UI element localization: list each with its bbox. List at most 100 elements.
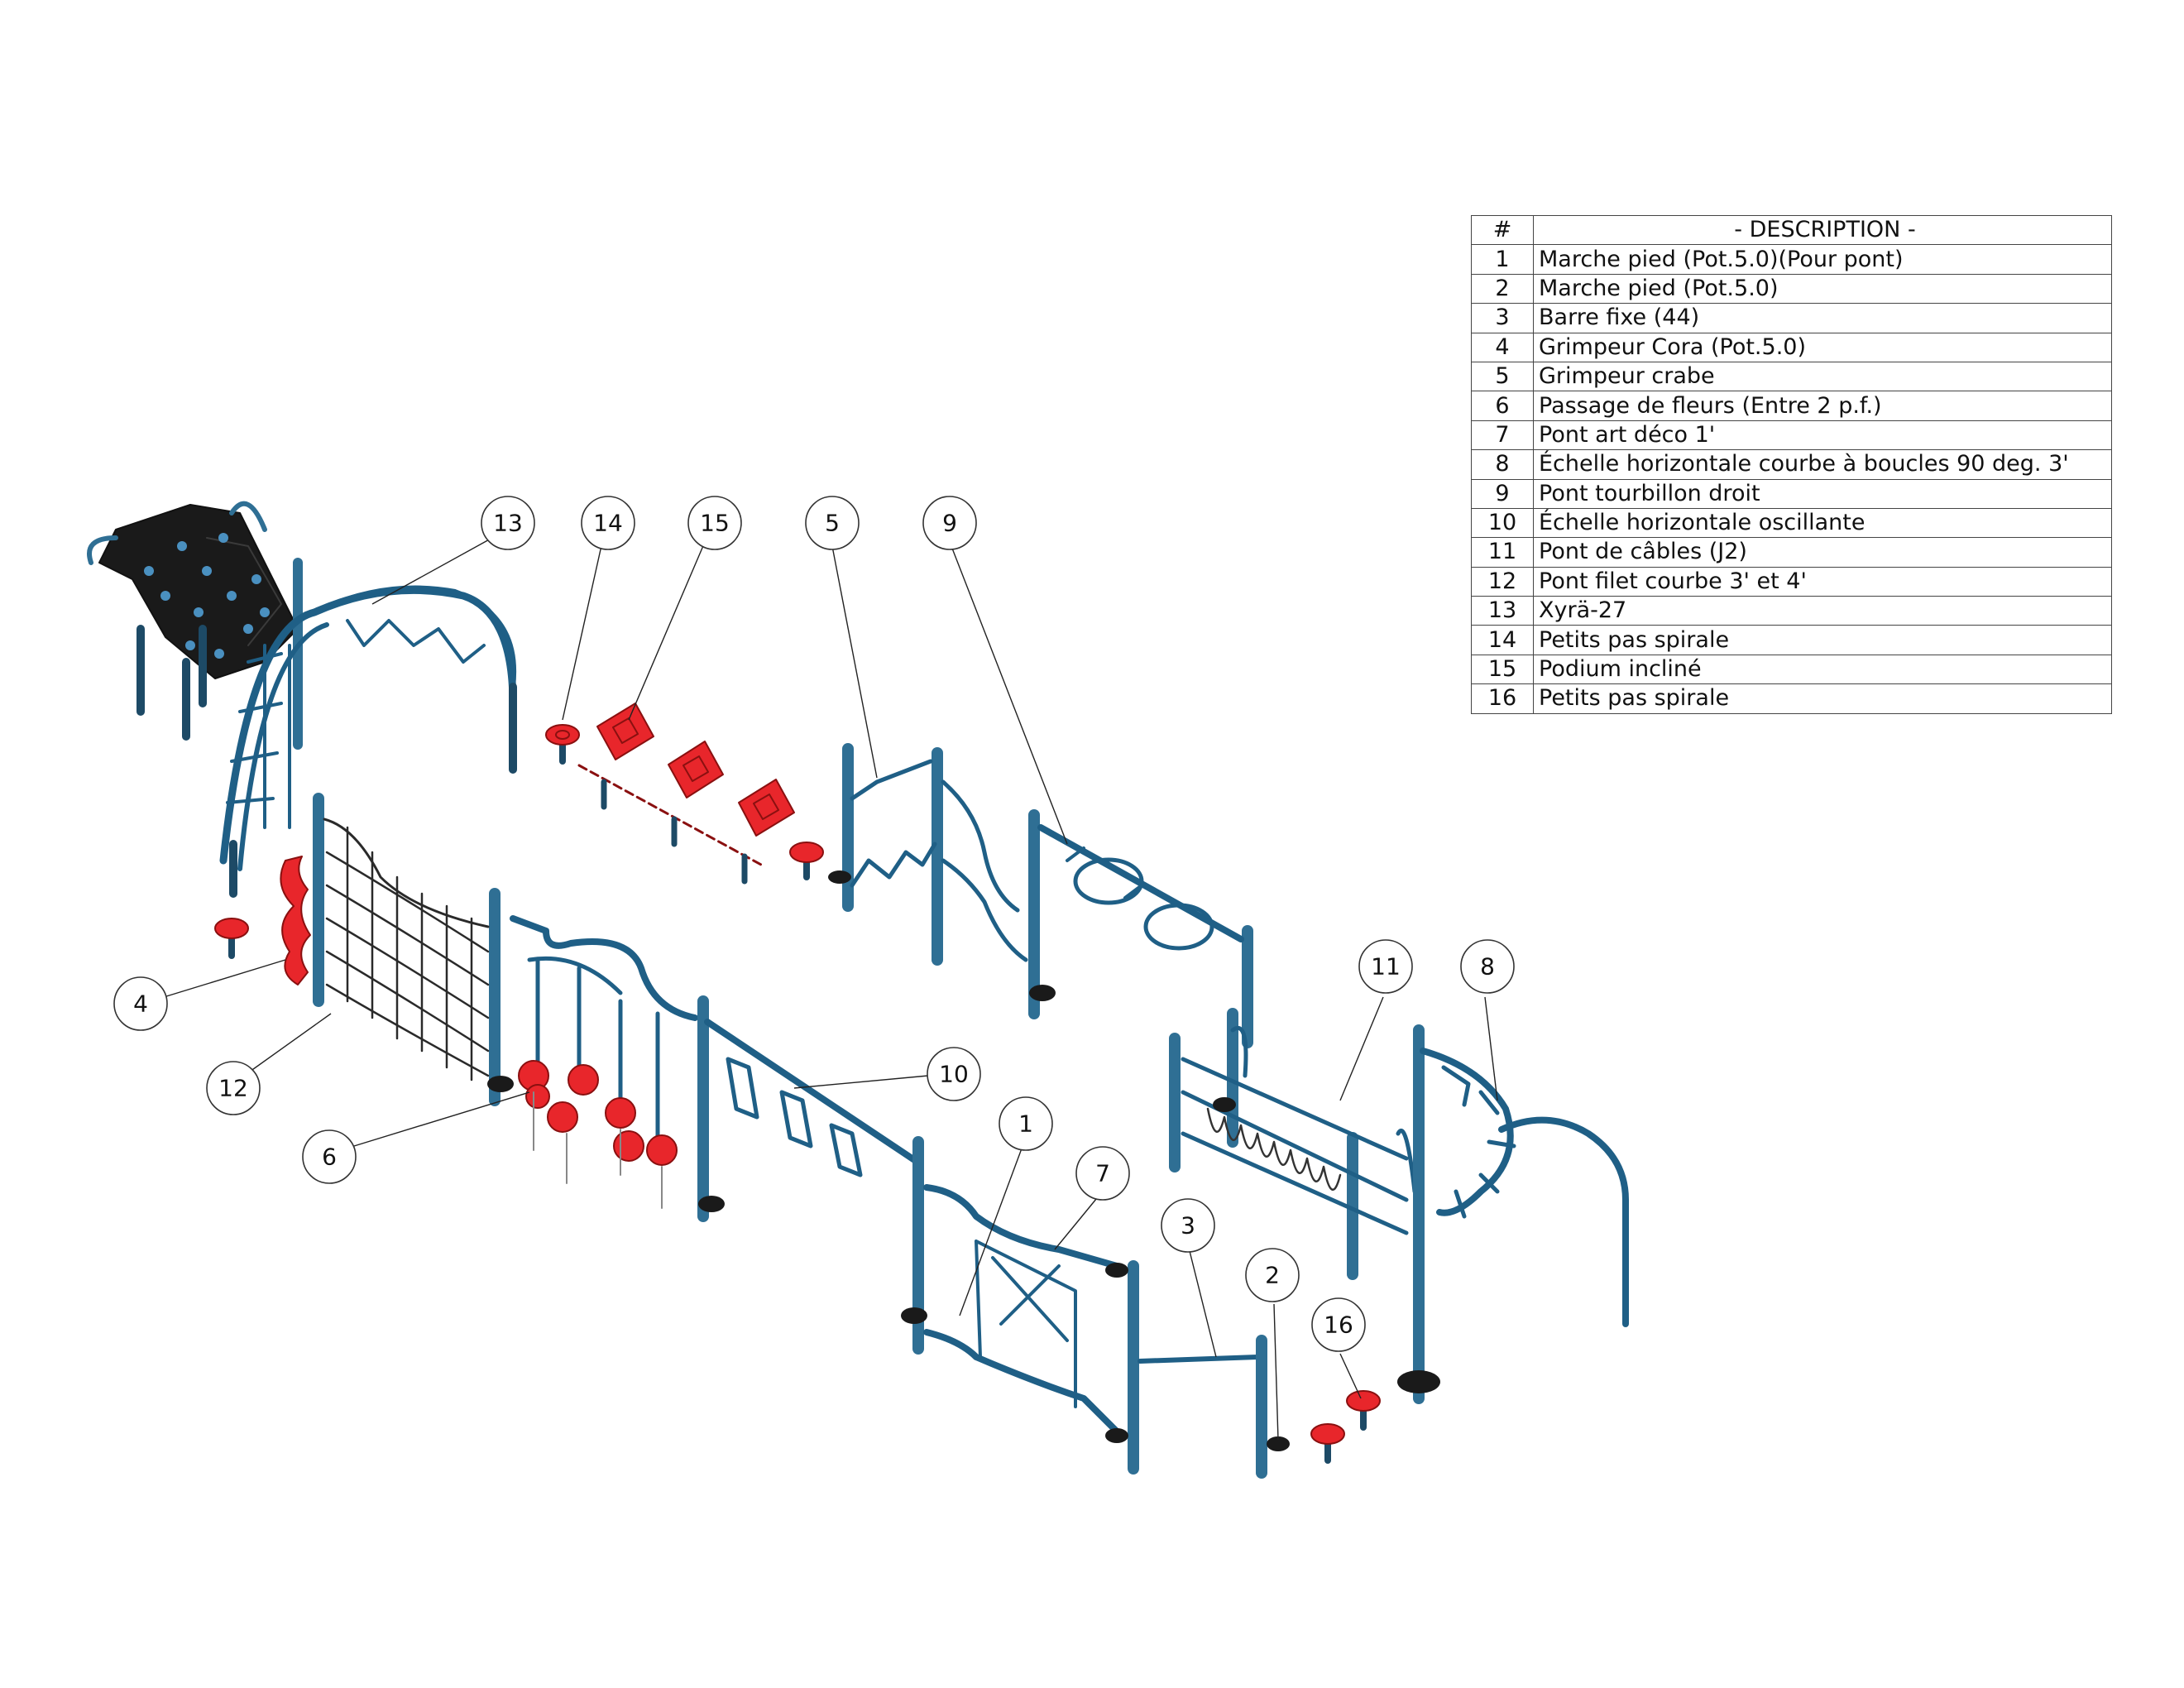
callout-6-number: 6 xyxy=(322,1144,337,1171)
callout-15-number: 15 xyxy=(700,510,730,537)
row-description: Petits pas spirale xyxy=(1533,625,2112,655)
callout-9-number: 9 xyxy=(942,510,957,537)
callout-7-number: 7 xyxy=(1095,1160,1110,1187)
row-description: Échelle horizontale oscillante xyxy=(1533,507,2112,539)
callout-10-number: 10 xyxy=(939,1061,969,1088)
callout-13-number: 13 xyxy=(493,510,523,537)
callout-12: 12 xyxy=(206,1061,261,1115)
callout-14: 14 xyxy=(581,496,635,550)
art-deco-bridge xyxy=(901,1184,1139,1475)
inclined-podium xyxy=(577,703,824,885)
row-number: 14 xyxy=(1471,625,1534,655)
callout-1-number: 1 xyxy=(1018,1110,1033,1138)
callout-16: 16 xyxy=(1311,1297,1366,1352)
callout-11: 11 xyxy=(1358,939,1413,994)
callout-9: 9 xyxy=(922,496,977,550)
net-bridge xyxy=(313,793,514,1106)
callout-4: 4 xyxy=(113,976,168,1031)
row-number: 6 xyxy=(1471,391,1534,421)
flower-passage xyxy=(489,915,725,1222)
callout-3-number: 3 xyxy=(1181,1212,1195,1240)
row-number: 16 xyxy=(1471,683,1534,714)
row-description: Pont de câbles (J2) xyxy=(1533,537,2112,568)
xyra-climber xyxy=(87,501,299,741)
callout-13: 13 xyxy=(481,496,535,550)
callout-7: 7 xyxy=(1075,1146,1130,1201)
row-description: Grimpeur crabe xyxy=(1533,361,2112,392)
row-number: 5 xyxy=(1471,361,1534,392)
step-2 xyxy=(1267,1436,1290,1451)
row-number: 13 xyxy=(1471,596,1534,626)
header-number: # xyxy=(1471,214,1534,246)
swirl-bridge xyxy=(1028,809,1253,1048)
callout-5-number: 5 xyxy=(825,510,840,537)
row-number: 10 xyxy=(1471,507,1534,539)
row-description: Marche pied (Pot.5.0)(Pour pont) xyxy=(1533,244,2112,275)
row-description: Échelle horizontale courbe à boucles 90 … xyxy=(1533,449,2112,480)
callout-8: 8 xyxy=(1460,939,1515,994)
callout-15: 15 xyxy=(687,496,742,550)
row-description: Pont art déco 1' xyxy=(1533,420,2112,451)
callout-6: 6 xyxy=(302,1129,357,1184)
callout-14-number: 14 xyxy=(593,510,623,537)
header-description: - DESCRIPTION - xyxy=(1533,214,2112,246)
callout-12-number: 12 xyxy=(218,1075,248,1102)
equipment-illustration xyxy=(87,501,1629,1479)
row-description: Pont tourbillon droit xyxy=(1533,478,2112,509)
callout-4-number: 4 xyxy=(133,990,148,1018)
oscillating-ladder xyxy=(704,1019,924,1355)
row-description: Podium incliné xyxy=(1533,654,2112,685)
callout-2-number: 2 xyxy=(1265,1262,1280,1289)
callout-10: 10 xyxy=(927,1047,981,1101)
cora-climber xyxy=(214,856,311,985)
crab-climber xyxy=(828,743,1028,966)
callout-5: 5 xyxy=(805,496,860,550)
row-number: 1 xyxy=(1471,244,1534,275)
row-number: 7 xyxy=(1471,420,1534,451)
row-description: Passage de fleurs (Entre 2 p.f.) xyxy=(1533,391,2112,421)
callout-3: 3 xyxy=(1161,1198,1215,1253)
callout-2: 2 xyxy=(1245,1248,1300,1302)
callout-16-number: 16 xyxy=(1324,1312,1353,1339)
row-description: Petits pas spirale xyxy=(1533,683,2112,714)
callout-1: 1 xyxy=(999,1096,1053,1151)
leader-lines xyxy=(163,537,1498,1441)
row-description: Marche pied (Pot.5.0) xyxy=(1533,273,2112,305)
row-number: 12 xyxy=(1471,566,1534,597)
callout-11-number: 11 xyxy=(1371,953,1401,981)
row-number: 3 xyxy=(1471,303,1534,333)
table-header-row: # - DESCRIPTION - xyxy=(1471,214,2112,246)
row-description: Xyrä-27 xyxy=(1533,596,2112,626)
row-number: 4 xyxy=(1471,332,1534,362)
row-number: 15 xyxy=(1471,654,1534,685)
spiral-steps-16 xyxy=(1310,1390,1381,1464)
row-description: Pont filet courbe 3' et 4' xyxy=(1533,566,2112,597)
row-number: 8 xyxy=(1471,449,1534,480)
arch-structure xyxy=(219,558,517,898)
row-number: 11 xyxy=(1471,537,1534,568)
cable-bridge xyxy=(1169,1008,1417,1280)
callout-8-number: 8 xyxy=(1480,953,1495,981)
row-description: Barre fixe (44) xyxy=(1533,303,2112,333)
row-number: 9 xyxy=(1471,478,1534,509)
curved-horizontal-ladder xyxy=(1397,1024,1629,1404)
